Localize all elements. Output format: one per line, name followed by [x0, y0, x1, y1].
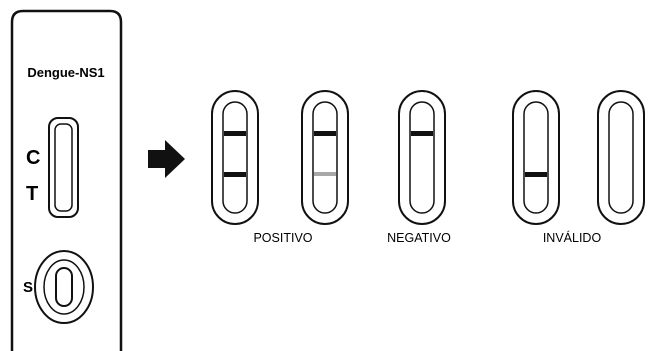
control-line: [314, 131, 336, 136]
device-title: Dengue-NS1: [27, 65, 104, 80]
strip-invalid-no-lines: [597, 90, 645, 225]
strip-positive-strong: [211, 90, 259, 225]
result-window: [48, 117, 79, 218]
cassette-outline: [10, 9, 123, 351]
caption-positive: POSITIVO: [253, 231, 312, 245]
test-line: [525, 172, 547, 177]
sample-letter: S: [23, 279, 33, 296]
test-line: [224, 172, 246, 177]
control-line: [411, 131, 433, 136]
control-letter: C: [26, 147, 40, 169]
test-line-faint: [314, 172, 336, 176]
control-line: [224, 131, 246, 136]
arrow-right-icon: [148, 140, 185, 178]
strip-negative: [398, 90, 446, 225]
test-cassette: Dengue-NS1 C T S: [10, 9, 123, 351]
caption-invalid: INVÁLIDO: [543, 230, 602, 245]
sample-well: [34, 250, 94, 324]
caption-negative: NEGATIVO: [387, 231, 451, 245]
test-letter: T: [26, 183, 38, 205]
strip-positive-faint: [301, 90, 349, 225]
strip-invalid-test-only: [512, 90, 560, 225]
